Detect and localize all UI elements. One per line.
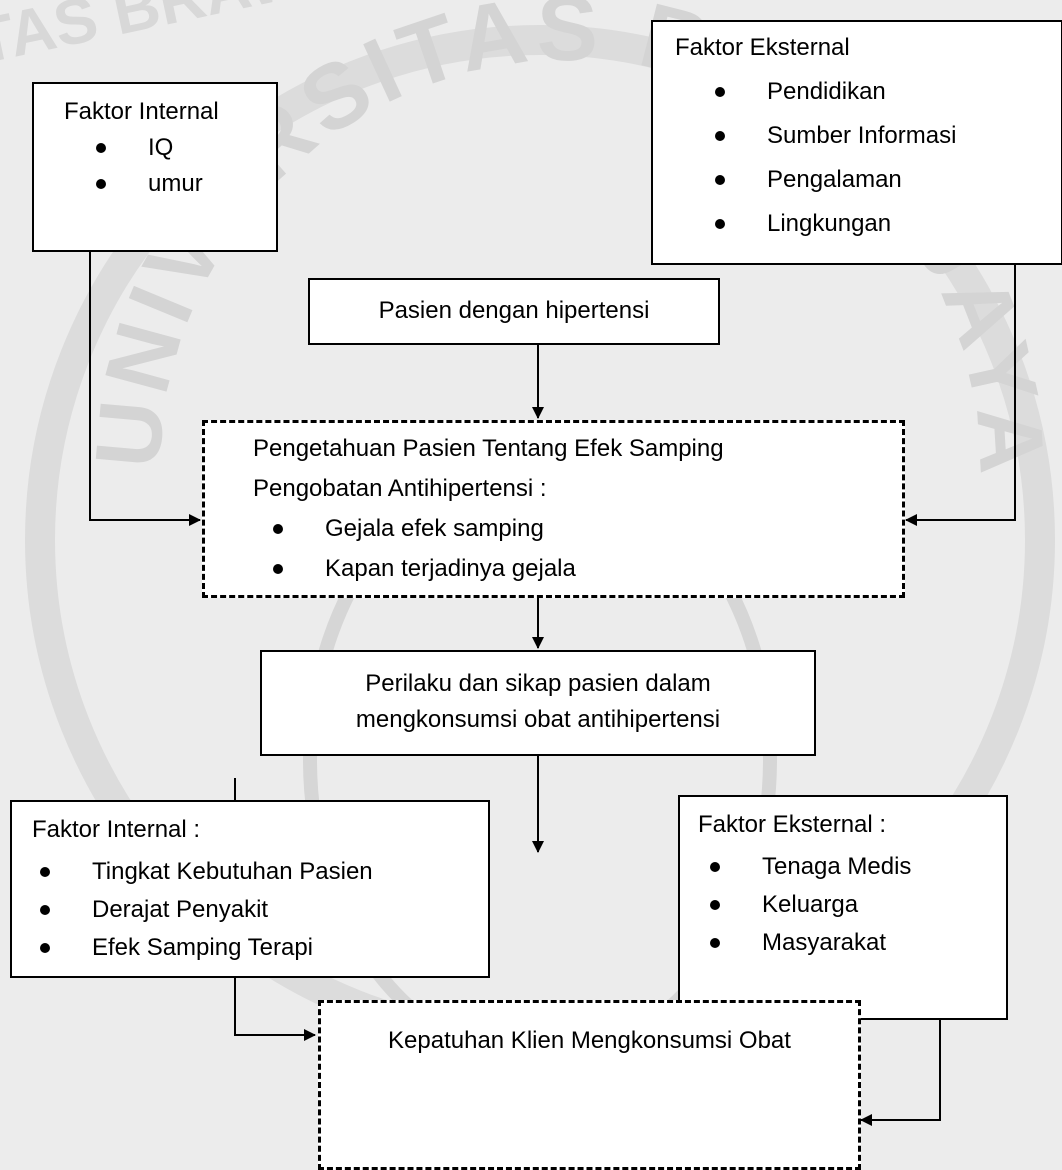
arrow-external2-to-compliance bbox=[860, 1020, 941, 1126]
knowledge-box: Pengetahuan Pasien Tentang Efek Samping … bbox=[202, 420, 905, 598]
external-factors-top-title: Faktor Eksternal bbox=[675, 34, 850, 61]
knowledge-title-line2: Pengobatan Antihipertensi : bbox=[253, 475, 547, 502]
internal-factors-top-title: Faktor Internal bbox=[64, 98, 219, 125]
list-item: Gejala efek samping bbox=[273, 511, 902, 547]
list-item: Pendidikan bbox=[715, 74, 1061, 110]
external-factors-bottom-title: Faktor Eksternal : bbox=[698, 811, 887, 838]
external-factors-top-list: Pendidikan Sumber Informasi Pengalaman L… bbox=[715, 74, 1061, 242]
knowledge-title-line1: Pengetahuan Pasien Tentang Efek Samping bbox=[253, 435, 724, 462]
internal-factors-top-list: IQ umur bbox=[96, 130, 276, 202]
compliance-text: Kepatuhan Klien Mengkonsumsi Obat bbox=[388, 1027, 791, 1054]
list-item: Tenaga Medis bbox=[710, 849, 1006, 885]
patient-text: Pasien dengan hipertensi bbox=[378, 297, 650, 324]
arrow-external-to-knowledge bbox=[905, 265, 1016, 526]
external-factors-top-box: Faktor Eksternal Pendidikan Sumber Infor… bbox=[651, 20, 1062, 265]
external-factors-bottom-box: Faktor Eksternal : Tenaga Medis Keluarga… bbox=[678, 795, 1008, 1020]
list-item: Derajat Penyakit bbox=[40, 892, 488, 928]
list-item: Lingkungan bbox=[715, 206, 1061, 242]
list-item: Keluarga bbox=[710, 887, 1006, 923]
knowledge-list: Gejala efek samping Kapan terjadinya gej… bbox=[273, 511, 902, 587]
patient-box: Pasien dengan hipertensi bbox=[308, 278, 720, 345]
internal-factors-bottom-list: Tingkat Kebutuhan Pasien Derajat Penyaki… bbox=[40, 854, 488, 966]
list-item: Sumber Informasi bbox=[715, 118, 1061, 154]
internal-factors-top-box: Faktor Internal IQ umur bbox=[32, 82, 278, 252]
list-item: Pengalaman bbox=[715, 162, 1061, 198]
list-item: Masyarakat bbox=[710, 925, 1006, 961]
behavior-line2: mengkonsumsi obat antihipertensi bbox=[355, 706, 721, 733]
list-item: umur bbox=[96, 166, 276, 202]
behavior-line1: Perilaku dan sikap pasien dalam bbox=[365, 670, 711, 697]
external-factors-bottom-list: Tenaga Medis Keluarga Masyarakat bbox=[710, 849, 1006, 961]
list-item: Efek Samping Terapi bbox=[40, 930, 488, 966]
arrow-internal-to-knowledge bbox=[89, 250, 201, 526]
internal-factors-bottom-box: Faktor Internal : Tingkat Kebutuhan Pasi… bbox=[10, 800, 490, 978]
internal-factors-bottom-title: Faktor Internal : bbox=[32, 816, 201, 843]
compliance-box: Kepatuhan Klien Mengkonsumsi Obat bbox=[318, 1000, 861, 1170]
list-item: Kapan terjadinya gejala bbox=[273, 551, 902, 587]
list-item: IQ bbox=[96, 130, 276, 166]
list-item: Tingkat Kebutuhan Pasien bbox=[40, 854, 488, 890]
behavior-box: Perilaku dan sikap pasien dalam mengkons… bbox=[260, 650, 816, 756]
